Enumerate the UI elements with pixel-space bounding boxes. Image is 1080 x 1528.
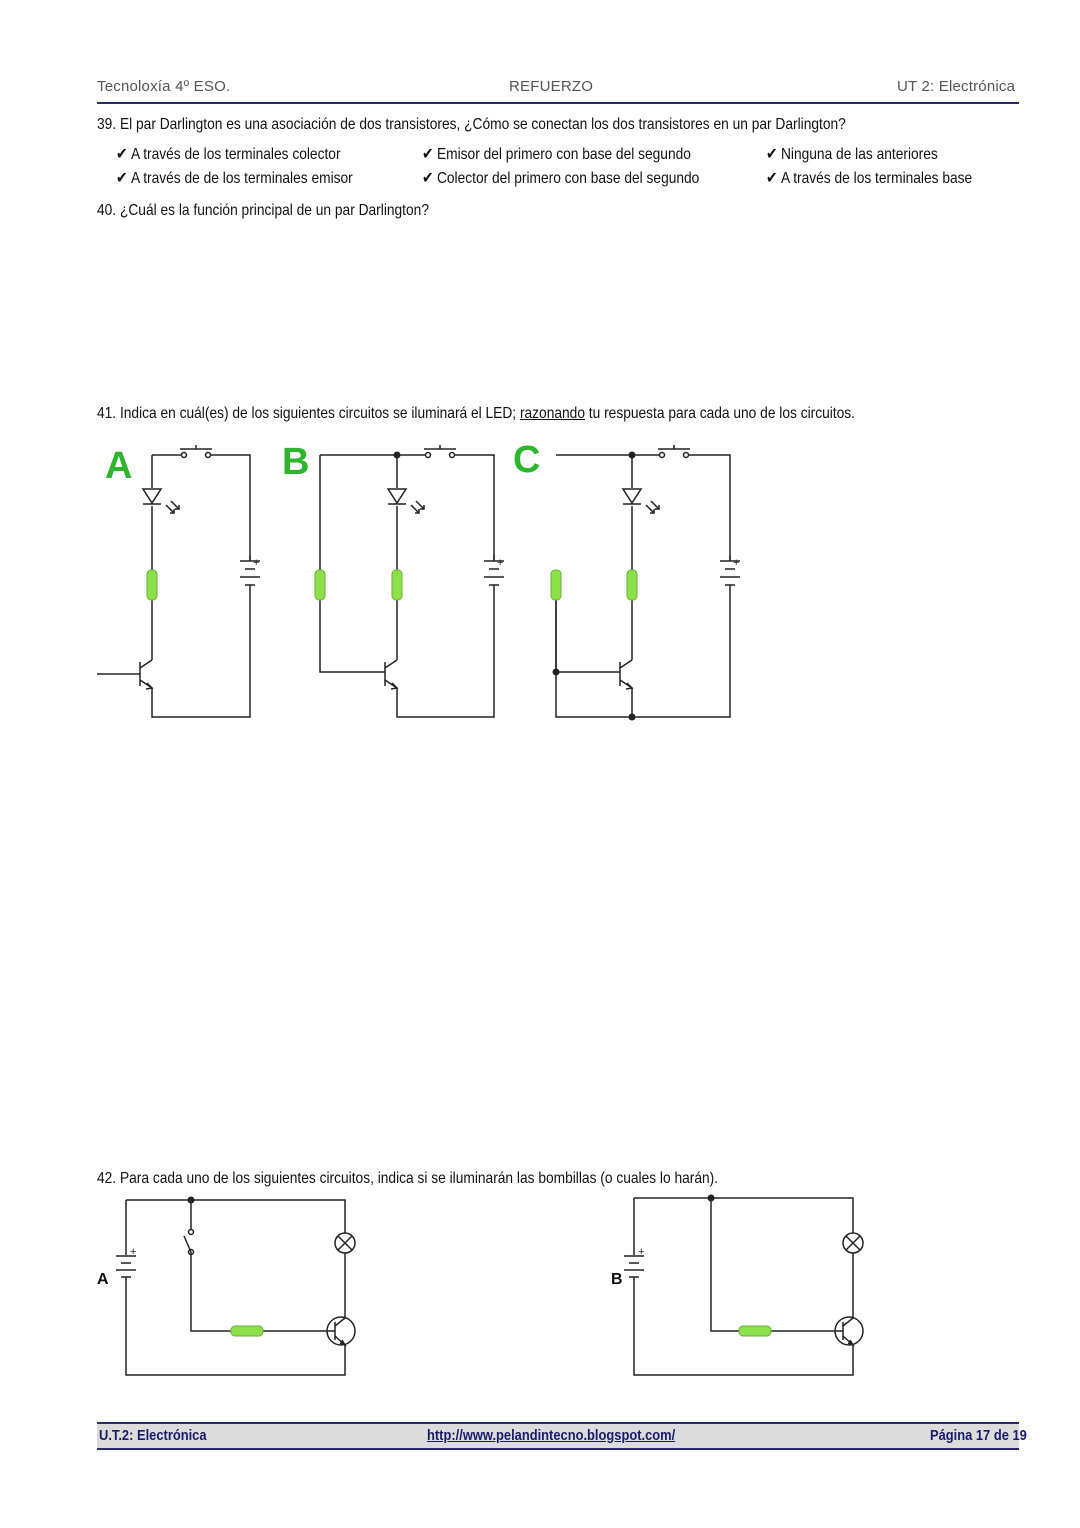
option-5: ✔Colector del primero con base del segun… xyxy=(422,170,700,187)
option-1: ✔A través de los terminales colector xyxy=(116,146,341,163)
lamp-circuit-label-a: A xyxy=(97,1271,109,1288)
lamp-circuit-a xyxy=(116,1199,356,1376)
option-6: ✔A través de los terminales base xyxy=(766,170,973,187)
svg-text:+: + xyxy=(497,557,503,569)
footer-bar xyxy=(97,1422,1019,1450)
circuit-label-c: C xyxy=(513,439,540,481)
header-left: Tecnoloxía 4º ESO. xyxy=(97,78,231,95)
check-icon: ✔ xyxy=(766,146,778,163)
question-42: 42. Para cada uno de los siguientes circ… xyxy=(97,1170,719,1187)
question-41: 41. Indica en cuál(es) de los siguientes… xyxy=(97,405,855,422)
svg-text:+: + xyxy=(130,1246,136,1258)
footer-left: U.T.2: Electrónica xyxy=(99,1427,207,1444)
question-39: 39. El par Darlington es una asociación … xyxy=(97,116,846,133)
check-icon: ✔ xyxy=(422,146,434,163)
circuit-label-a: A xyxy=(105,445,132,487)
header-rule xyxy=(97,102,1019,104)
check-icon: ✔ xyxy=(116,170,128,187)
option-4: ✔A través de de los terminales emisor xyxy=(116,170,353,187)
svg-text:+: + xyxy=(253,557,259,569)
lamp-circuit-label-b: B xyxy=(611,1271,623,1288)
check-icon: ✔ xyxy=(422,170,434,187)
question-40: 40. ¿Cuál es la función principal de un … xyxy=(97,202,429,219)
circuit-a xyxy=(97,445,260,718)
footer-page-number: Página 17 de 19 xyxy=(930,1427,1027,1444)
header-center: REFUERZO xyxy=(509,78,594,95)
circuit-label-b: B xyxy=(282,441,309,483)
option-3: ✔Ninguna de las anteriores xyxy=(766,146,938,163)
svg-text:+: + xyxy=(733,557,739,569)
header-right: UT 2: Electrónica xyxy=(897,78,1016,95)
circuit-b xyxy=(319,445,504,718)
check-icon: ✔ xyxy=(766,170,778,187)
footer-link[interactable]: http://www.pelandintecno.blogspot.com/ xyxy=(427,1427,676,1444)
check-icon: ✔ xyxy=(116,146,128,163)
svg-text:+: + xyxy=(638,1246,644,1258)
lamp-circuit-b xyxy=(624,1197,864,1376)
option-2: ✔Emisor del primero con base del segundo xyxy=(422,146,691,163)
